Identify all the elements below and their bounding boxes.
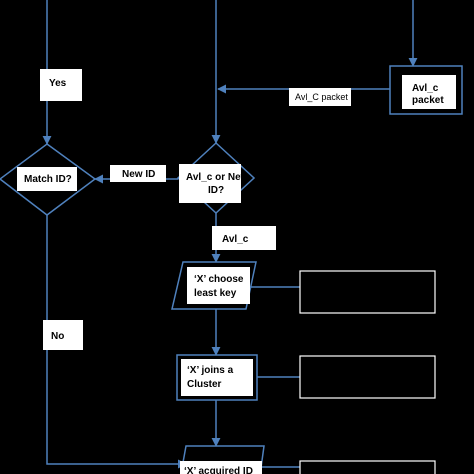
- x-acquired-id-step: ‘X’ acquired ID: [180, 445, 265, 474]
- match-id-decision: Match ID?: [0, 143, 97, 216]
- avl-c-packet-box: Avl_c packet: [389, 65, 463, 115]
- x-acquired-line1: ‘X’ acquired ID: [184, 466, 253, 474]
- new-id-label: New ID: [122, 169, 155, 180]
- x-choose-line2: least key: [194, 288, 237, 299]
- x-joins-cluster-step: ‘X’ joins a Cluster: [176, 354, 258, 401]
- avl-c-or-new-line1: Avl_c or New: [186, 172, 249, 183]
- x-choose-line1: ‘X’ choose: [194, 274, 244, 285]
- side-box-choose: [299, 270, 436, 314]
- avl-c-or-new-line2: ID?: [208, 185, 224, 196]
- avl-c-packet-box-line2: packet: [412, 95, 444, 106]
- avl-c-label-box: Avl_c: [212, 226, 276, 250]
- avl-c-packet-box-line1: Avl_c: [412, 83, 439, 94]
- side-box-joins: [299, 355, 436, 399]
- avl-c-packet-edge-label-box: Avl_C packet: [289, 88, 351, 106]
- side-box-acquired: [299, 460, 436, 474]
- x-joins-line2: Cluster: [187, 379, 222, 390]
- yes-label: Yes: [49, 78, 67, 89]
- new-id-label-box: New ID: [110, 165, 166, 182]
- connector-match-no-path: [46, 215, 187, 469]
- yes-label-box: Yes: [40, 69, 82, 101]
- avl-c-packet-edge-label: Avl_C packet: [295, 92, 348, 102]
- no-label: No: [51, 331, 64, 342]
- match-id-label: Match ID?: [24, 174, 72, 185]
- avl-c-label: Avl_c: [222, 234, 249, 245]
- no-label-box: No: [43, 320, 83, 350]
- x-choose-least-key-step: ‘X’ choose least key: [171, 261, 257, 310]
- x-joins-line1: ‘X’ joins a: [187, 365, 234, 376]
- avl-c-or-new-id-decision: Avl_c or New ID?: [176, 141, 256, 215]
